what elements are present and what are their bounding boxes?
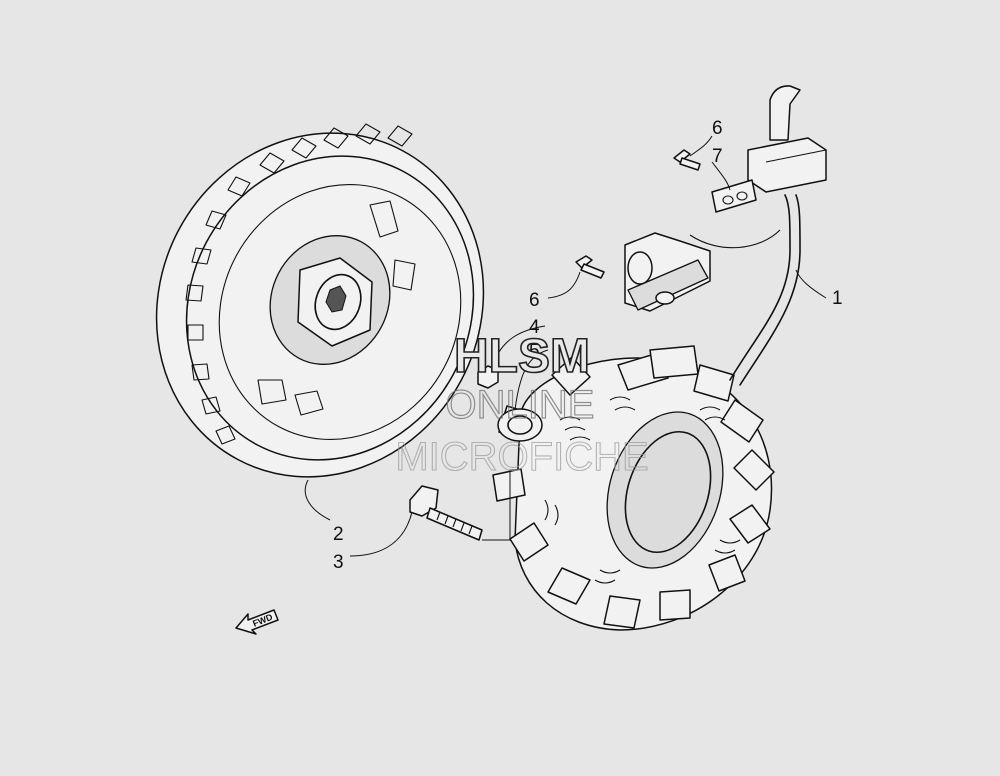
callout-2: 2 <box>333 524 344 545</box>
stator-wire <box>729 194 791 381</box>
pickup-coil <box>624 232 711 312</box>
stator-windings <box>544 396 741 584</box>
watermark-line-1: HLSM <box>454 330 590 383</box>
callout-6-middle: 6 <box>529 290 540 311</box>
leader-lines <box>304 135 827 557</box>
hub-nut <box>477 365 499 389</box>
flywheel-fins <box>185 123 413 445</box>
callout-6-top: 6 <box>712 118 723 139</box>
callout-5: 5 <box>529 341 540 362</box>
stator-connector <box>747 137 827 193</box>
callout-7: 7 <box>712 146 723 167</box>
screw-middle <box>575 255 605 279</box>
flywheel-bolt <box>409 485 483 541</box>
screw-top <box>673 149 701 171</box>
stator <box>492 85 827 631</box>
callout-3: 3 <box>333 552 344 573</box>
callout-numbers: 6 7 6 4 5 1 2 3 <box>333 118 843 573</box>
watermark-line-3: MICROFICHE <box>395 435 648 479</box>
callout-1: 1 <box>832 288 843 309</box>
watermark: HLSM ONLINE MICROFICHE <box>395 329 649 479</box>
callout-4: 4 <box>529 317 540 338</box>
forward-arrow-icon: FWD <box>235 609 279 635</box>
woodruff-key <box>497 408 543 442</box>
retainer-plate <box>711 179 757 213</box>
watermark-line-2: ONLINE <box>446 383 595 427</box>
stator-poles <box>492 345 775 629</box>
flywheel <box>155 123 485 478</box>
